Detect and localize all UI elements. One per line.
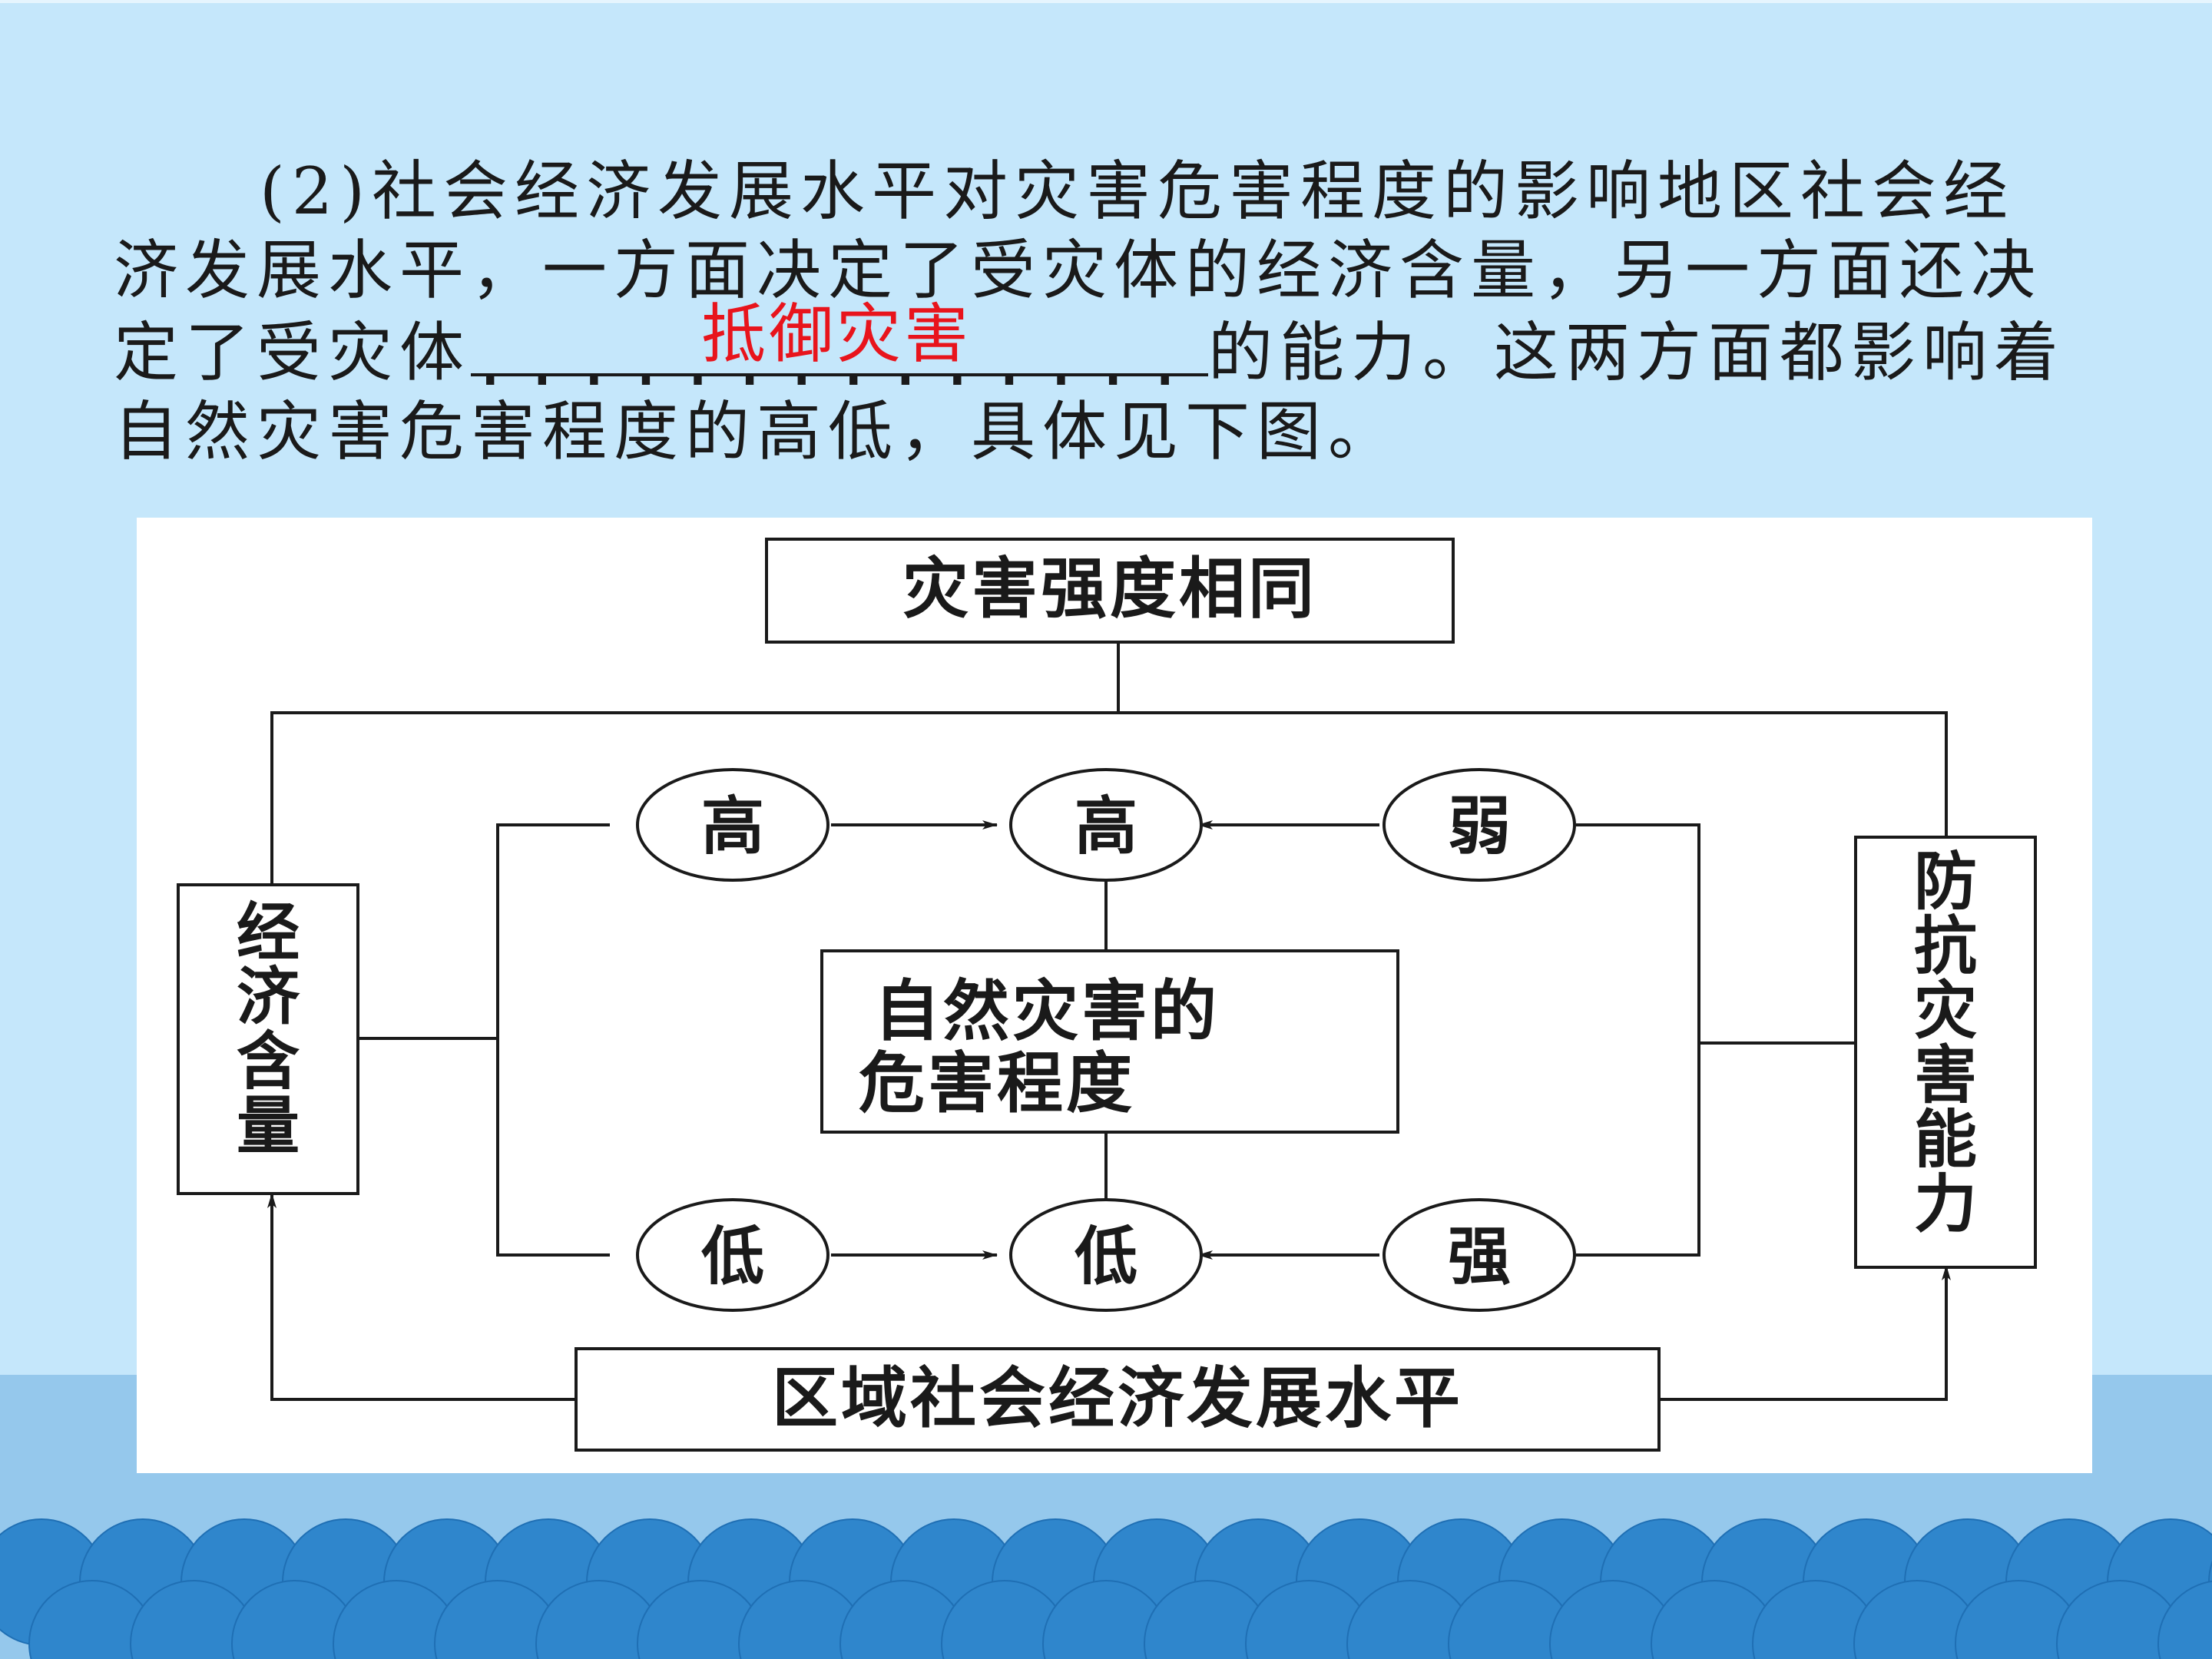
left-box-char-4: 量	[237, 1090, 300, 1163]
top-bracket-line	[270, 711, 1948, 885]
top-border	[0, 0, 2212, 3]
circle-left-bottom-label: 低	[701, 1220, 764, 1293]
right-box-char-6: 力	[1914, 1168, 1977, 1241]
circle-left-top-shape	[636, 768, 830, 882]
blank-underline	[471, 373, 1209, 376]
bottom-box-frame	[575, 1347, 1661, 1452]
circle-right-bottom-shape	[1382, 1198, 1576, 1312]
answer-blank: ......................抵御灾害	[471, 300, 1209, 395]
circle-center-top: 高	[1009, 768, 1203, 882]
circle-right-top-label: 弱	[1448, 790, 1511, 863]
top-box: 灾害强度相同	[765, 538, 1455, 644]
flow-diagram: 灾害强度相同 经 济 含 量 防 抗 灾 害 能 力 自然灾害的	[177, 538, 2037, 1452]
circle-right-bottom-label: 强	[1448, 1220, 1511, 1293]
circle-center-bottom-shape	[1009, 1198, 1203, 1312]
left-box-frame	[177, 883, 359, 1195]
circle-center-bottom-label: 低	[1075, 1220, 1137, 1293]
center-box-frame	[820, 949, 1399, 1134]
right-box-char-4: 害	[1914, 1039, 1977, 1112]
left-box: 经 济 含 量	[177, 883, 359, 1195]
center-box: 自然灾害的 危害程度	[820, 949, 1399, 1134]
right-box-char-2: 抗	[1914, 910, 1977, 983]
left-box-char-2: 济	[237, 961, 300, 1034]
blank-dots: ......................	[471, 330, 1208, 395]
right-box-frame	[1854, 836, 2037, 1269]
diagram-panel: 灾害强度相同 经 济 含 量 防 抗 灾 害 能 力 自然灾害的	[137, 518, 2092, 1473]
circle-left-bottom-shape	[636, 1198, 830, 1312]
answer-text: 抵御灾害	[701, 296, 972, 372]
right-box: 防 抗 灾 害 能 力	[1854, 836, 2037, 1269]
question-number: (2)	[260, 154, 372, 229]
paragraph-text-2: 的能力。这两方面都影响着自然灾害危害程度的高低，具体见下图。	[114, 315, 2066, 469]
arrow-to-resistance-capacity	[1659, 1265, 1951, 1401]
circle-left-top: 高	[636, 768, 830, 882]
center-box-line-1: 自然灾害的	[874, 973, 1220, 1050]
circle-left-bottom: 低	[636, 1198, 830, 1312]
center-box-line-2: 危害程度	[859, 1045, 1135, 1122]
bottom-box-label: 区域社会经济发展水平	[772, 1360, 1463, 1437]
top-box-label: 灾害强度相同	[902, 551, 1317, 628]
left-box-char-1: 经	[237, 896, 300, 969]
circle-left-top-label: 高	[701, 790, 764, 863]
left-box-char-3: 含	[237, 1025, 300, 1098]
connector-lines	[267, 642, 1951, 1401]
circle-center-top-shape	[1009, 768, 1203, 882]
arrow-to-economic-content	[267, 1193, 576, 1401]
wave-decoration	[0, 1518, 2212, 1659]
right-inner-bracket	[1576, 823, 1700, 1257]
question-paragraph: (2)社会经济发展水平对灾害危害程度的影响地区社会经济发展水平，一方面决定了受灾…	[114, 152, 2080, 472]
circle-center-top-label: 高	[1075, 790, 1137, 863]
bottom-box: 区域社会经济发展水平	[575, 1347, 1661, 1452]
circle-right-bottom: 强	[1382, 1198, 1576, 1312]
right-box-char-5: 能	[1914, 1104, 1977, 1177]
circle-right-top: 弱	[1382, 768, 1576, 882]
circle-center-bottom: 低	[1009, 1198, 1203, 1312]
top-box-frame	[765, 538, 1455, 644]
right-box-char-3: 灾	[1914, 975, 1977, 1048]
wave-bubble	[2157, 1580, 2212, 1659]
right-box-char-1: 防	[1914, 846, 1977, 919]
paragraph-text-1: 社会经济发展水平对灾害危害程度的影响地区社会经济发展水平，一方面决定了受灾体的经…	[114, 154, 2043, 390]
left-inner-bracket	[496, 823, 610, 1257]
circle-right-top-shape	[1382, 768, 1576, 882]
